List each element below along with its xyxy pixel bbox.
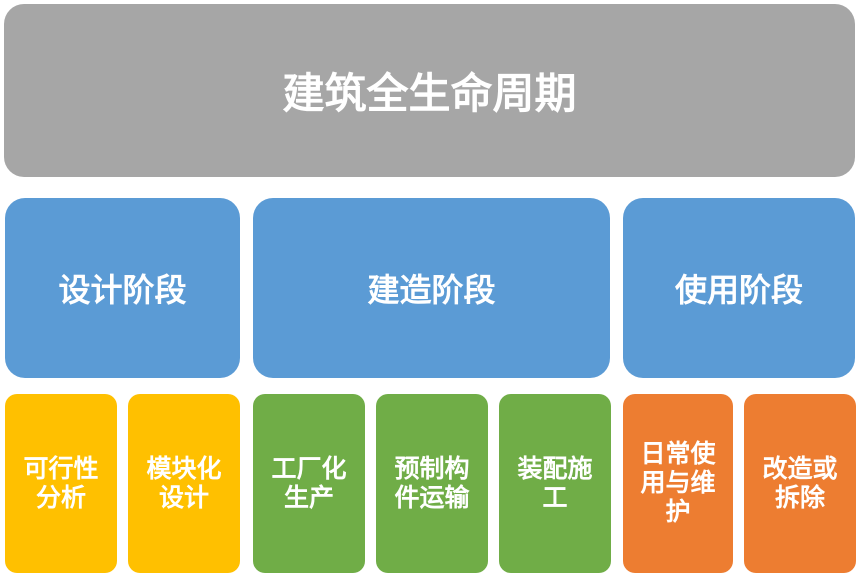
phase-box-use: 使用阶段: [623, 198, 855, 378]
sub-box-modular-design: 模块化 设计: [128, 394, 240, 573]
phase-construction-label: 建造阶段: [367, 272, 496, 308]
phase-design-label: 设计阶段: [58, 272, 187, 308]
sub-box-renovation-demolition: 改造或 拆除: [744, 394, 856, 573]
phase-box-construction: 建造阶段: [253, 198, 610, 378]
sub-box-factory-production: 工厂化 生产: [253, 394, 365, 573]
daily-use-maintenance-label: 日常使 用与维 护: [640, 440, 716, 526]
renovation-demolition-label: 改造或 拆除: [762, 454, 838, 512]
sub-box-assembly-construction: 装配施 工: [499, 394, 611, 573]
feasibility-analysis-label: 可行性 分析: [23, 454, 99, 512]
phase-use-label: 使用阶段: [674, 272, 803, 308]
sub-box-feasibility-analysis: 可行性 分析: [5, 394, 117, 573]
assembly-construction-label: 装配施 工: [517, 454, 593, 512]
sub-box-daily-use-maintenance: 日常使 用与维 护: [623, 394, 733, 573]
sub-box-prefab-component-transport: 预制构 件运输: [376, 394, 488, 573]
modular-design-label: 模块化 设计: [146, 454, 222, 512]
diagram-title: 建筑全生命周期: [282, 70, 577, 117]
prefab-component-transport-label: 预制构 件运输: [394, 454, 470, 512]
phase-box-design: 设计阶段: [5, 198, 240, 378]
factory-production-label: 工厂化 生产: [271, 454, 347, 512]
lifecycle-title-box: 建筑全生命周期: [4, 4, 855, 177]
